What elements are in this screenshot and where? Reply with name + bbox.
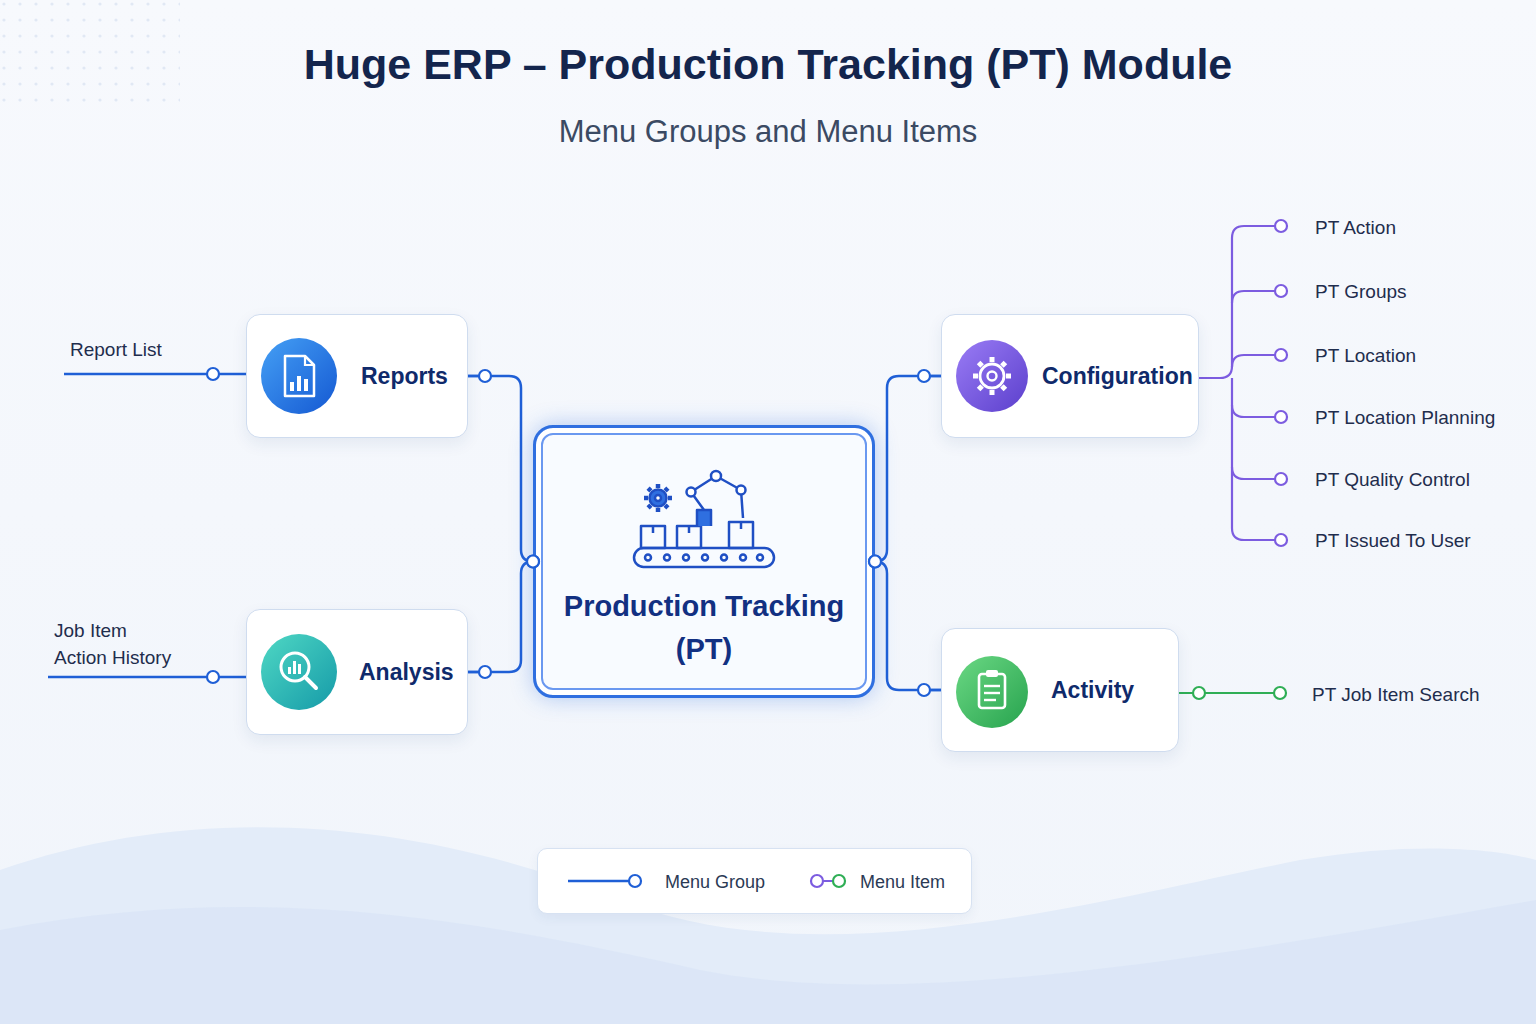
connector-dot bbox=[527, 556, 539, 568]
connector-stub bbox=[468, 671, 485, 674]
menu-item-label: PT Quality Control bbox=[1315, 466, 1470, 493]
connector-stub bbox=[924, 375, 941, 378]
node-text: Configuration bbox=[1042, 363, 1193, 390]
node-text: Reports bbox=[361, 363, 448, 390]
analysis-icon bbox=[261, 634, 337, 710]
connector-group bbox=[468, 556, 539, 679]
menu-item-label: PT Location bbox=[1315, 342, 1416, 369]
node-text: Activity bbox=[1051, 677, 1134, 704]
connector bbox=[875, 562, 941, 691]
connector-dot bbox=[918, 370, 930, 382]
connector-dot bbox=[479, 666, 491, 678]
subtitle: Menu Groups and Menu Items bbox=[0, 118, 1536, 145]
legend-circle-sample bbox=[811, 875, 845, 887]
menu-item-label: Job Item Action History bbox=[54, 617, 179, 671]
connector bbox=[468, 562, 533, 673]
connector bbox=[875, 376, 941, 562]
connector-dot bbox=[918, 684, 930, 696]
legend-line-sample bbox=[568, 875, 641, 887]
menu-item-label: Report List bbox=[70, 336, 162, 363]
menu-group-box: Analysis bbox=[246, 609, 468, 735]
menu-item-label: PT Issued To User bbox=[1315, 527, 1471, 554]
connector-stub bbox=[924, 689, 941, 692]
menu-group-box: Configuration bbox=[941, 314, 1199, 438]
node-text: Analysis bbox=[359, 659, 454, 686]
production-illustration bbox=[634, 471, 774, 567]
menu-item-leader bbox=[1179, 687, 1286, 699]
background-wave bbox=[0, 827, 1536, 1024]
menu-item-branch bbox=[1199, 220, 1287, 546]
background-wave bbox=[0, 900, 1536, 1024]
menu-item-label: PT Action bbox=[1315, 214, 1396, 241]
menu-item-label: PT Groups bbox=[1315, 278, 1407, 305]
connector-group bbox=[869, 370, 941, 568]
menu-item-leader bbox=[48, 671, 246, 683]
legend-box bbox=[537, 848, 972, 914]
menu-item-label: PT Job Item Search bbox=[1312, 681, 1480, 708]
connector-group bbox=[468, 370, 539, 568]
report-icon bbox=[261, 338, 337, 414]
clipboard-icon bbox=[956, 656, 1028, 728]
connector-dot bbox=[479, 370, 491, 382]
connector-dot bbox=[869, 556, 881, 568]
dot-pattern bbox=[0, 0, 180, 110]
diagram-title: Huge ERP – Production Tracking (PT) Modu… bbox=[0, 40, 1536, 89]
module-box: Production Tracking (PT) bbox=[533, 425, 875, 698]
connector bbox=[468, 376, 533, 562]
connector-group bbox=[869, 556, 941, 697]
node-text: Production Tracking (PT) bbox=[549, 585, 859, 671]
connector-stub bbox=[468, 375, 485, 378]
menu-item-leader bbox=[64, 368, 246, 380]
connector-dot bbox=[527, 556, 539, 568]
gear-icon bbox=[956, 340, 1028, 412]
menu-item-label: PT Location Planning bbox=[1315, 404, 1495, 431]
connector-dot bbox=[869, 556, 881, 568]
menu-group-box: Activity bbox=[941, 628, 1179, 752]
menu-group-box: Reports bbox=[246, 314, 468, 438]
